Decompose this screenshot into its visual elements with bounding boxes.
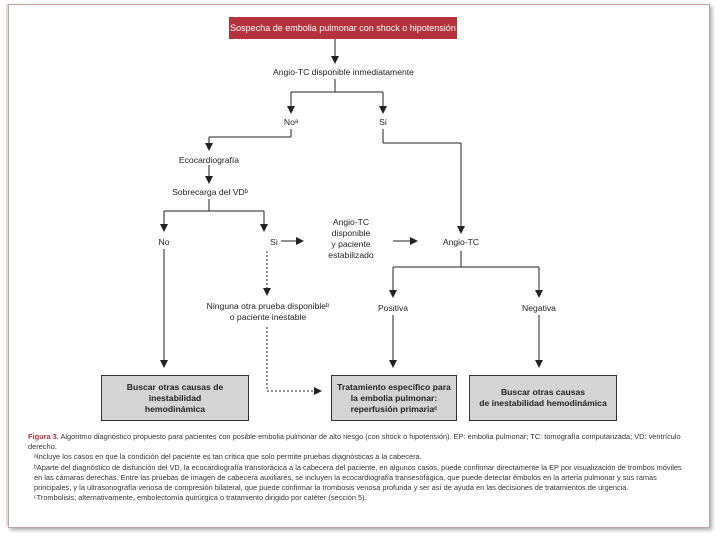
node-angio-tc-estabilizado: Angio-TC disponible y paciente estabiliz…: [309, 217, 393, 261]
footnote-a: ᵃIncluye los casos en que la condición d…: [34, 452, 422, 462]
slide-frame: Sospecha de embolia pulmonar con shock o…: [8, 4, 710, 528]
node-no-a: Noᵃ: [283, 117, 299, 127]
node-ninguna-otra-prueba: Ninguna otra prueba disponibleᵇ o pacien…: [197, 301, 339, 323]
node-si-2: Si: [270, 237, 278, 247]
node-negativa: Negativa: [522, 303, 556, 313]
box-buscar-otras-causas-right: Buscar otras causas de inestabilidad hem…: [469, 375, 617, 421]
box-buscar-otras-causas-left: Buscar otras causas de inestabilidad hem…: [101, 375, 249, 421]
angio-stab-line-2: disponible: [331, 228, 371, 238]
node-ecocardiografia: Ecocardiografía: [178, 155, 240, 165]
node-positiva: Positiva: [377, 303, 409, 313]
node-angio-tc-disponible: Angio-TC disponible inmediatamente: [273, 67, 414, 77]
box-tratamiento-especifico: Tratamiento específico para la embolia p…: [331, 375, 457, 421]
node-si: Si: [379, 117, 387, 127]
start-node: Sospecha de embolia pulmonar con shock o…: [229, 17, 457, 39]
node-no-2: No: [158, 237, 170, 247]
ninguna-line-1: Ninguna otra prueba disponibleᵇ: [206, 301, 330, 311]
node-angio-tc: Angio-TC: [442, 237, 480, 247]
box-right-line-1: Buscar otras causas: [500, 387, 586, 397]
box-left-line-2: hemodinámica: [144, 403, 206, 414]
figure-caption: Figura 3. Algoritmo diagnóstico propuest…: [28, 432, 688, 503]
box-right-line-2: de inestabilidad hemodinámica: [479, 398, 607, 408]
box-left-line-1: Buscar otras causas de inestabilidad: [126, 381, 224, 403]
footnote-b: ᵇAparte del diagnóstico de disfunción de…: [34, 462, 682, 493]
box-mid-line-2: la embolia pulmonar:: [350, 392, 438, 403]
box-mid-line-3: reperfusión primariaᶜ: [350, 403, 438, 414]
node-sobrecarga-vd: Sobrecarga del VDᵇ: [172, 187, 248, 197]
figure-label: Figura 3.: [28, 432, 59, 441]
flowchart-connectors: [160, 35, 543, 395]
box-mid-line-1: Tratamiento específico para: [337, 381, 451, 392]
caption-text: Algoritmo diagnóstico propuesto para pac…: [28, 432, 681, 452]
angio-stab-line-4: estabilizado: [328, 250, 374, 260]
angio-stab-line-1: Angio-TC: [332, 217, 370, 227]
angio-stab-line-3: y paciente: [331, 239, 371, 249]
ninguna-line-2: o paciente inestable: [229, 312, 307, 322]
footnote-c: ᶜTrombolisis; alternativamente, embolect…: [34, 493, 367, 503]
